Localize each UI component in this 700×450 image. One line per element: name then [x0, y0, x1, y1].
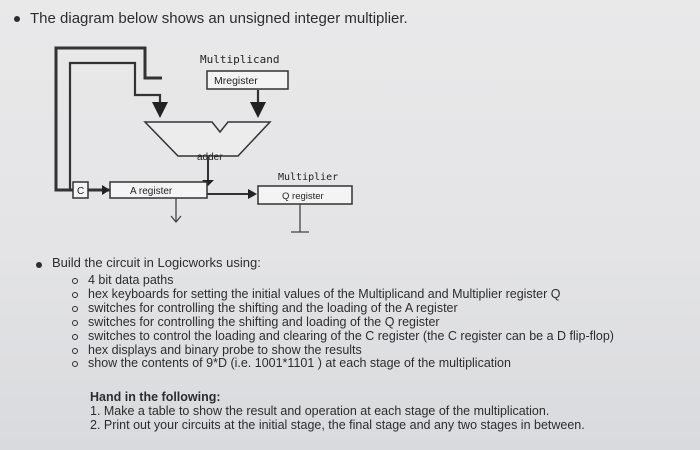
- m-register-box: [206, 70, 289, 90]
- c-register-box: [72, 181, 89, 199]
- a-to-adder-wire: [68, 61, 162, 190]
- build-list: 4 bit data paths hex keyboards for setti…: [72, 273, 614, 371]
- hand-in-item: 2. Print out your circuits at the initia…: [90, 417, 585, 432]
- arrow-into-a-from-c-icon: [102, 185, 110, 195]
- circle-bullet-icon: [72, 347, 78, 354]
- feedback-loop-wire: [54, 46, 162, 192]
- adder-label: adder: [197, 152, 223, 163]
- multiplier-diagram: Multiplicand Mregister adder C A registe…: [54, 46, 353, 233]
- list-item: hex keyboards for setting the initial va…: [72, 287, 614, 302]
- c-register-label: C: [77, 186, 84, 197]
- build-heading: Build the circuit in Logicworks using:: [52, 255, 261, 270]
- multiplicand-label: Multiplicand: [200, 53, 279, 66]
- list-item: hex displays and binary probe to show th…: [72, 343, 614, 358]
- bullet-icon: [36, 262, 42, 268]
- circle-bullet-icon: [72, 278, 78, 284]
- intro-text: The diagram below shows an unsigned inte…: [30, 10, 408, 27]
- circle-bullet-icon: [72, 305, 78, 312]
- a-shift-arrow-icon: [170, 215, 182, 224]
- a-register-box: [109, 181, 208, 199]
- circle-bullet-icon: [72, 333, 78, 340]
- hand-in-item: 1. Make a table to show the result and o…: [90, 403, 550, 418]
- intro-line: The diagram below shows an unsigned inte…: [14, 10, 408, 27]
- multiplier-label: Multiplier: [278, 172, 338, 183]
- arrow-into-adder-right-icon: [250, 102, 266, 118]
- a-register-label: A register: [130, 186, 173, 197]
- circle-bullet-icon: [72, 319, 78, 326]
- q-register-box: [257, 185, 353, 205]
- hand-in-section: Hand in the following: 1. Make a table t…: [90, 390, 585, 432]
- circle-bullet-icon: [72, 361, 78, 368]
- circle-bullet-icon: [72, 291, 78, 298]
- list-item: switches to control the loading and clea…: [72, 329, 614, 344]
- q-register-label: Q register: [282, 191, 324, 202]
- arrow-into-adder-left-icon: [152, 102, 168, 118]
- m-register-label: Mregister: [214, 75, 258, 87]
- hand-in-title: Hand in the following:: [90, 390, 221, 404]
- list-item: 4 bit data paths: [72, 273, 614, 288]
- list-item: switches for controlling the shifting an…: [72, 301, 614, 316]
- build-section: Build the circuit in Logicworks using:: [36, 255, 261, 270]
- list-item: switches for controlling the shifting an…: [72, 315, 614, 330]
- adder-shape: [143, 121, 272, 157]
- bullet-icon: [14, 16, 20, 23]
- arrow-into-q-register-icon: [248, 189, 257, 199]
- list-item: show the contents of 9*D (i.e. 1001*1101…: [72, 356, 614, 371]
